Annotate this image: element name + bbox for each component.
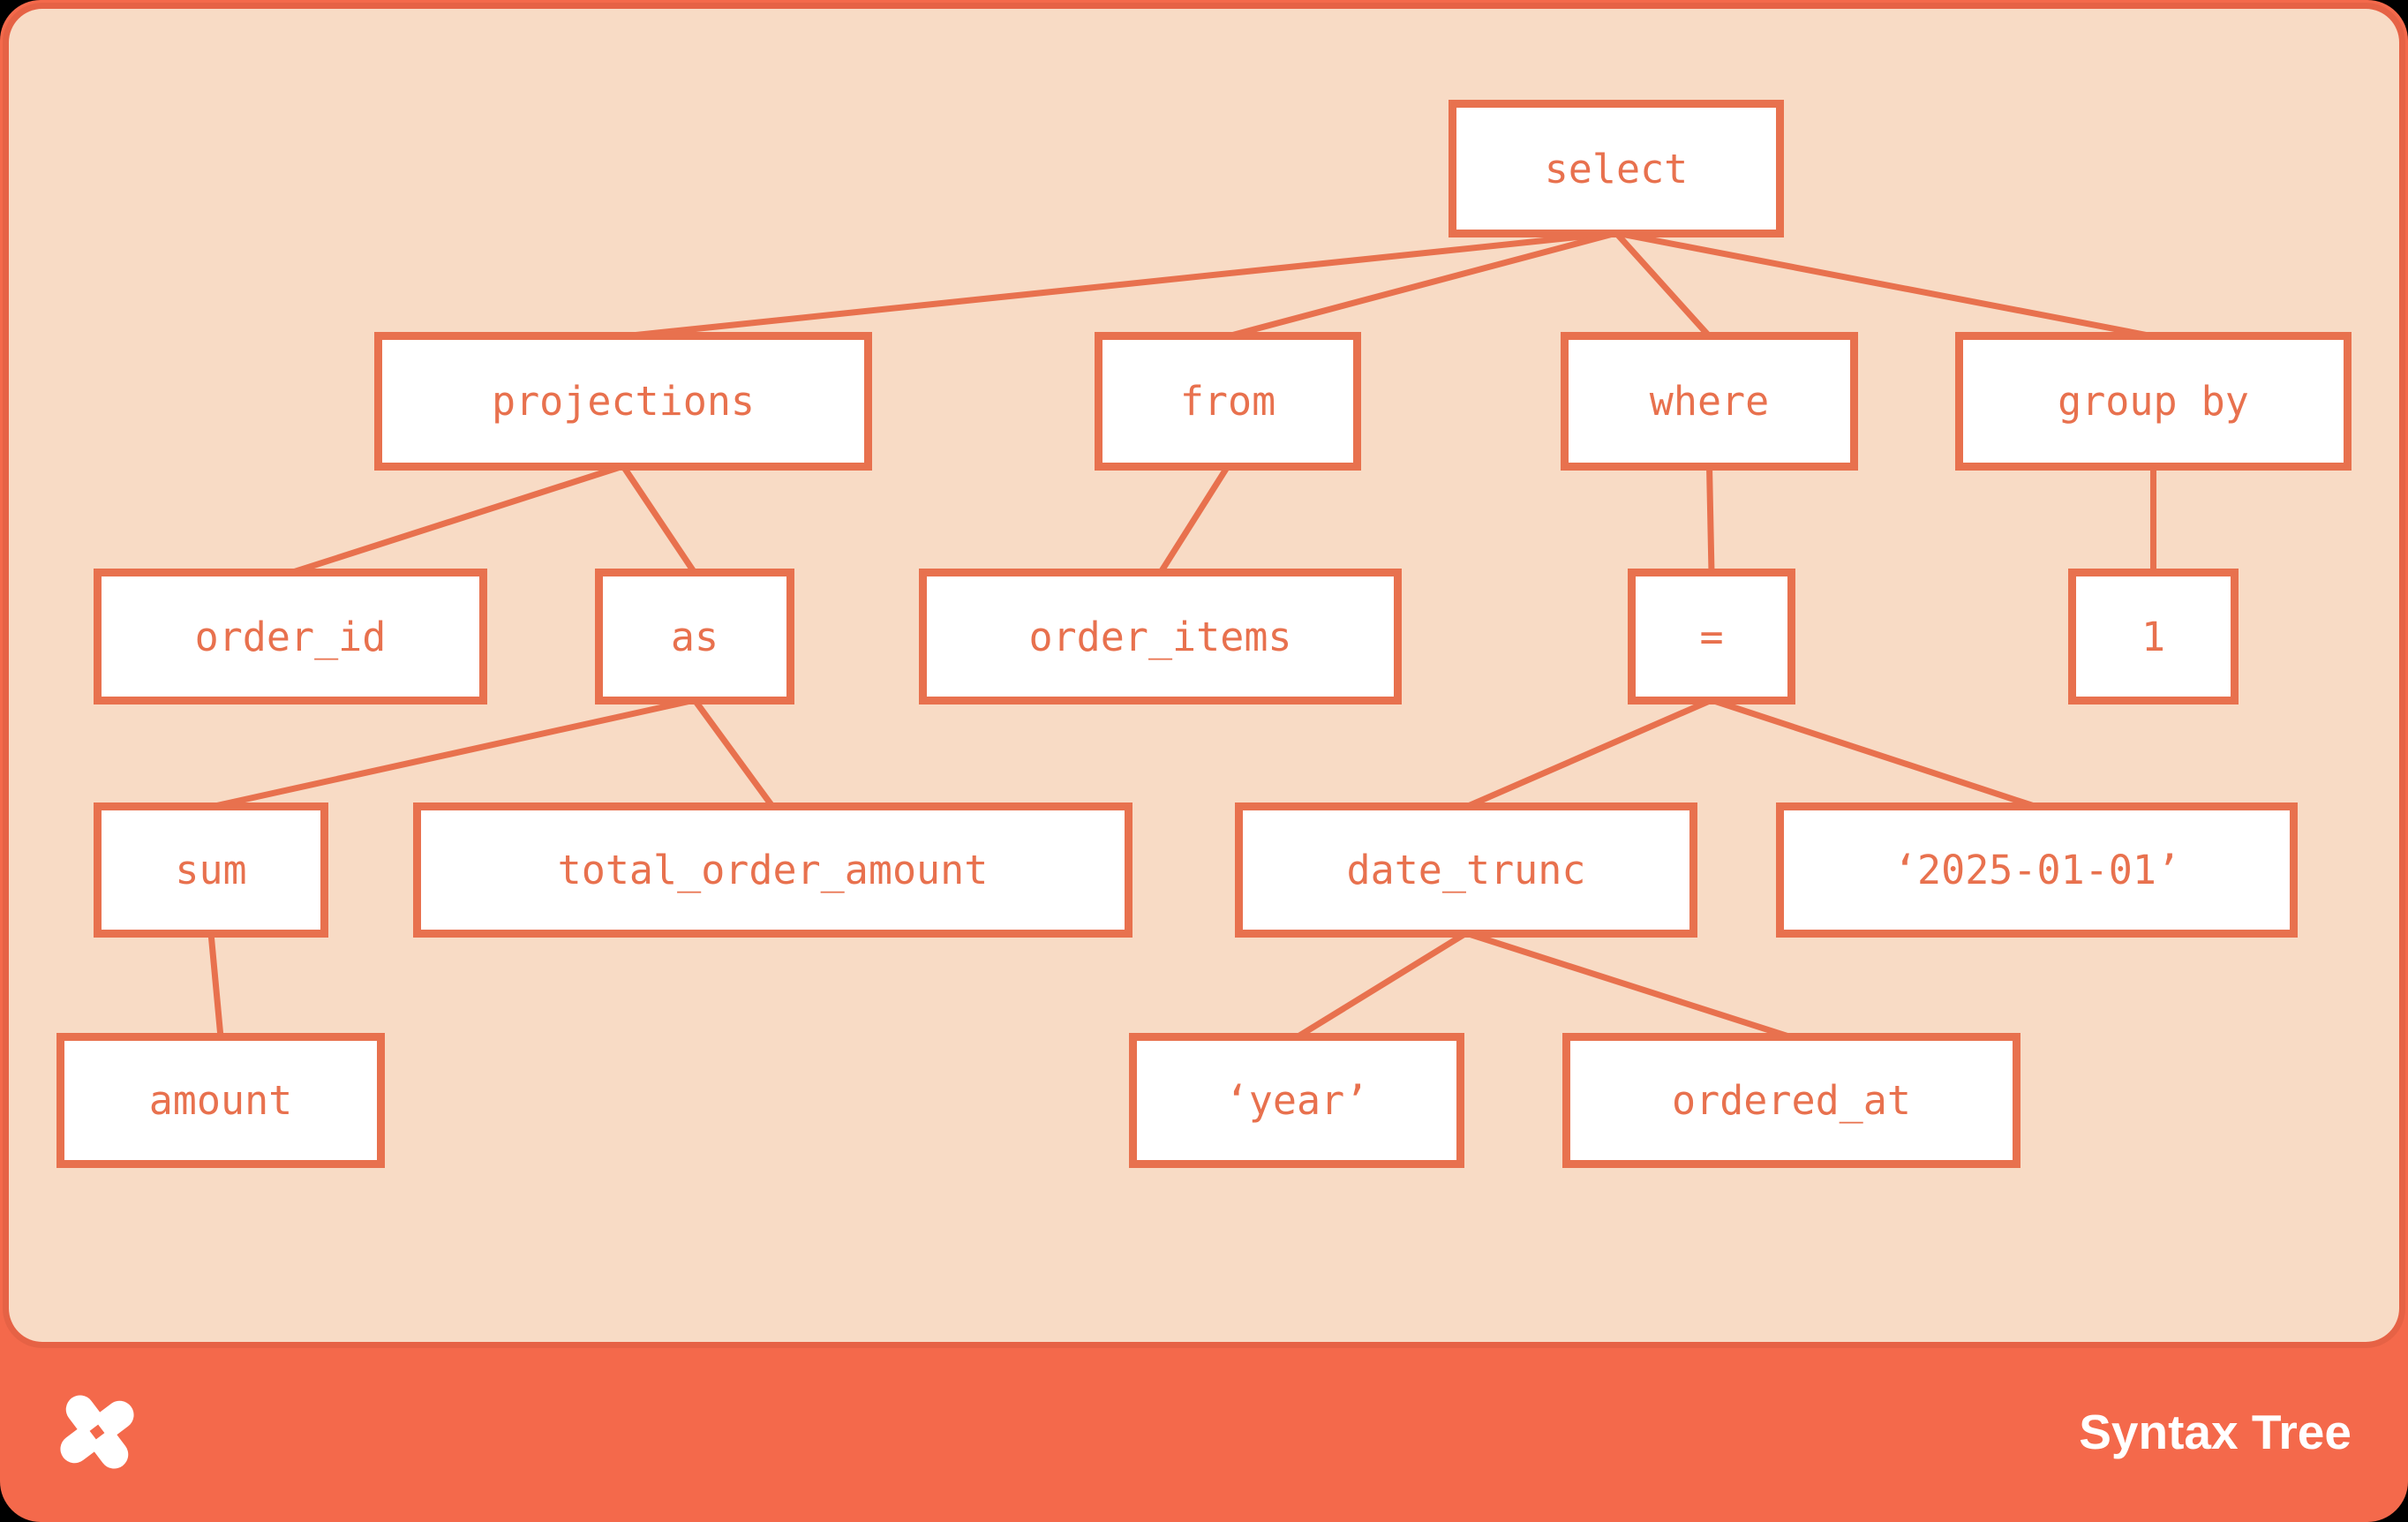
- tree-node-label: 1: [2141, 613, 2166, 660]
- footer-title: Syntax Tree: [2079, 1405, 2352, 1459]
- tree-node-label: as: [670, 613, 719, 660]
- tree-node-label: ‘2025-01-01’: [1893, 847, 2181, 893]
- footer-bar: Syntax Tree: [0, 1342, 2408, 1522]
- tree-node-sum: sum: [94, 802, 328, 938]
- tree-node-label: =: [1699, 613, 1724, 660]
- tree-node-total-order-amount: total_order_amount: [413, 802, 1133, 938]
- tree-node-label: date_trunc: [1346, 847, 1586, 893]
- tree-node-projections: projections: [374, 332, 872, 471]
- tree-node-label: from: [1179, 378, 1276, 425]
- tree-node-one: 1: [2068, 569, 2239, 704]
- tree-edges: [207, 230, 2156, 1041]
- tree-node-label: select: [1544, 145, 1689, 192]
- tree-node-equals: =: [1628, 569, 1795, 704]
- tree-node-select: select: [1449, 100, 1784, 237]
- tree-node-order-id: order_id: [94, 569, 487, 704]
- tree-node-label: order_items: [1028, 613, 1292, 660]
- tree-node-label: group by: [2058, 378, 2249, 425]
- tree-node-group-by: group by: [1955, 332, 2352, 471]
- tree-node-label: where: [1649, 378, 1770, 425]
- tree-node-date-trunc: date_trunc: [1235, 802, 1697, 938]
- tree-node-year-literal: ‘year’: [1129, 1033, 1464, 1168]
- tree-node-label: sum: [175, 847, 247, 893]
- tree-node-where: where: [1561, 332, 1858, 471]
- tree-node-amount: amount: [56, 1033, 385, 1168]
- tree-panel: select projections from where group by o…: [9, 9, 2399, 1342]
- tree-node-label: amount: [148, 1077, 293, 1124]
- tree-node-ordered-at: ordered_at: [1562, 1033, 2020, 1168]
- tree-node-label: order_id: [194, 613, 387, 660]
- tree-node-order-items: order_items: [919, 569, 1402, 704]
- tree-node-label: ‘year’: [1224, 1077, 1369, 1124]
- tree-node-from: from: [1095, 332, 1361, 471]
- tree-node-label: total_order_amount: [557, 847, 989, 893]
- tree-node-label: projections: [491, 378, 755, 425]
- tree-node-label: ordered_at: [1672, 1077, 1911, 1124]
- tree-node-date-literal: ‘2025-01-01’: [1776, 802, 2298, 938]
- tree-node-as: as: [595, 569, 794, 704]
- x-pinwheel-logo-icon: [60, 1395, 134, 1469]
